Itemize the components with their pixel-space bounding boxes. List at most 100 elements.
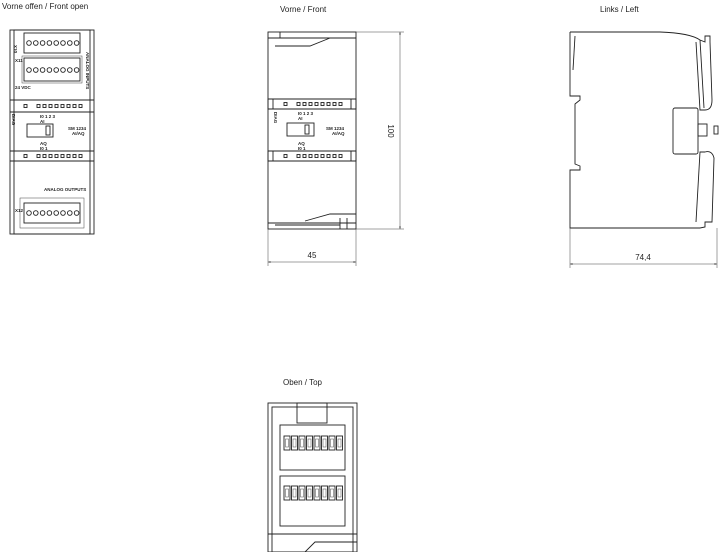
status-led-icon (48, 104, 53, 108)
status-led-icon (308, 154, 313, 158)
terminal-clamp-icon (291, 435, 298, 451)
terminal-clamp-icon (315, 488, 319, 498)
terminal-clamp-icon (322, 438, 327, 448)
terminal-clamp-icon (298, 485, 306, 501)
status-led-icon (54, 104, 59, 108)
terminal-screw-icon (46, 40, 53, 46)
status-led-icon (314, 154, 319, 158)
terminal-clamp-icon (313, 485, 321, 501)
status-led-icon (338, 102, 343, 106)
left-body-top (570, 31, 713, 111)
terminal-clamp-icon (315, 438, 319, 448)
terminal-clamp-icon (306, 485, 313, 501)
terminal-screw-icon (67, 67, 73, 73)
terminal-screw-icon (60, 67, 66, 73)
status-led-icon (302, 102, 307, 106)
x10-label: X10 (13, 45, 18, 54)
terminal-clamp-icon (321, 485, 328, 501)
terminal-screw-icon (26, 210, 32, 216)
status-led-icon (42, 104, 47, 108)
terminal-screw-icon (46, 210, 53, 216)
terminal-clamp-icon (307, 438, 312, 448)
terminal-clamp-icon (337, 438, 342, 448)
left-title: Links / Left (600, 5, 639, 14)
terminal-clamp-icon (306, 435, 313, 451)
supply-label: 24 VDC (15, 85, 32, 90)
terminal-clamp-icon (322, 488, 327, 498)
ai-label: AI (40, 119, 45, 124)
terminal-screw-icon (33, 67, 39, 73)
terminal-clamp-icon (330, 488, 334, 498)
x11-label: X11 (15, 58, 23, 63)
aq-channels-label: I0 1 (40, 146, 48, 151)
aq-label: AQ (40, 141, 47, 146)
terminal-clamp-icon (337, 488, 342, 498)
status-led-icon (302, 154, 307, 158)
terminal-screw-icon (33, 40, 39, 46)
analog-inputs-label: ANALOG INPUTS (85, 52, 90, 89)
status-led-icon (66, 154, 71, 158)
front-module-name: SM 1234 (326, 126, 345, 131)
status-led-icon (66, 104, 71, 108)
depth-dimension: 74,4 (635, 253, 651, 262)
module-type: AI/AQ (72, 131, 85, 136)
status-led-icon (332, 102, 337, 106)
x12-label: X12 (15, 208, 24, 213)
terminal-screw-icon (53, 210, 59, 216)
height-dimension: 100 (386, 124, 395, 138)
terminal-clamp-icon (307, 488, 312, 498)
status-led-icon (78, 154, 83, 158)
status-led-icon (283, 102, 288, 106)
terminal-clamp-icon (300, 488, 304, 498)
module-name: SM 1234 (68, 126, 87, 131)
left-view: Links / Left 74,4 (569, 5, 719, 268)
terminal-clamp-icon (328, 435, 336, 451)
terminal-screw-icon (26, 40, 32, 46)
status-led-icon (283, 154, 288, 158)
width-dimension: 45 (308, 251, 317, 260)
status-led-icon (296, 102, 301, 106)
terminal-clamp-icon (298, 435, 306, 451)
terminal-screw-icon (53, 40, 59, 46)
diag-label: DIAG (11, 114, 16, 126)
status-led-icon (60, 154, 65, 158)
ai-channels-label: I0 1 2 3 (40, 114, 56, 119)
status-led-icon (320, 154, 325, 158)
front-aq-label: AQ (298, 141, 305, 146)
terminal-screw-icon (39, 210, 46, 216)
status-led-icon (320, 102, 325, 106)
terminal-clamp-icon (283, 435, 291, 451)
front-view: Vorne / Front DIAG I0 1 2 3 AI SM 1234 A… (267, 5, 404, 266)
terminal-clamp-icon (321, 435, 328, 451)
front-open-view: Vorne offen / Front open X10 X11 ANALOG … (2, 2, 95, 235)
status-led-icon (54, 154, 59, 158)
status-led-icon (36, 154, 41, 158)
front-module-type: AI/AQ (332, 131, 345, 136)
top-view: Oben / Top (267, 378, 358, 552)
top-title: Oben / Top (283, 378, 323, 387)
status-led-icon (72, 104, 77, 108)
front-diag-label: DIAG (273, 112, 278, 124)
terminal-screw-icon (73, 210, 80, 216)
front-open-slot (26, 123, 54, 138)
status-led-icon (296, 154, 301, 158)
terminal-screw-icon (26, 67, 32, 73)
status-led-icon (314, 102, 319, 106)
status-led-icon (326, 154, 331, 158)
terminal-screw-icon (33, 210, 39, 216)
terminal-clamp-icon (336, 435, 343, 451)
status-led-icon (36, 104, 41, 108)
terminal-clamp-icon (292, 488, 297, 498)
terminal-clamp-icon (285, 438, 289, 448)
front-open-title: Vorne offen / Front open (2, 2, 88, 11)
terminal-clamp-icon (300, 438, 304, 448)
terminal-clamp-icon (285, 488, 289, 498)
status-led-icon (326, 102, 331, 106)
terminal-screw-icon (46, 67, 53, 73)
front-title: Vorne / Front (280, 5, 327, 14)
terminal-screw-icon (73, 67, 80, 73)
terminal-screw-icon (73, 40, 80, 46)
terminal-clamp-icon (292, 438, 297, 448)
terminal-clamp-icon (328, 485, 336, 501)
